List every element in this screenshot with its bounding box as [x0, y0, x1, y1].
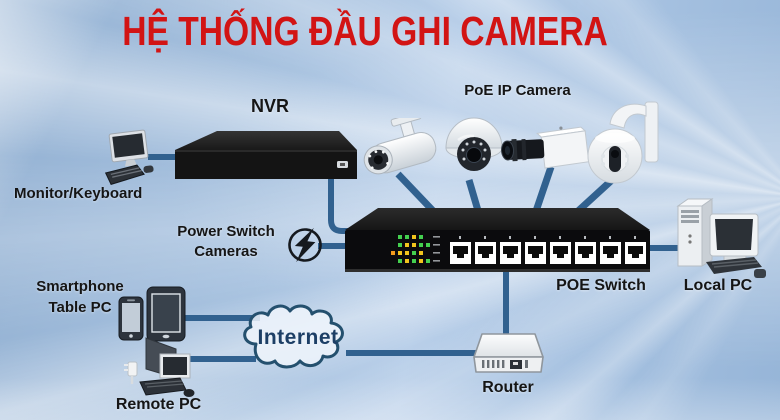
- line-box-camera-switch: [531, 165, 555, 216]
- monitor-keyboard-icon: [100, 128, 158, 188]
- label-poe-ip-camera: PoE IP Camera: [464, 82, 571, 99]
- label-power-switch-line1: Power Switch: [177, 223, 275, 240]
- router-icon: [468, 330, 550, 380]
- internet-cloud-icon: [236, 300, 356, 374]
- label-internet: Internet: [257, 326, 339, 349]
- desktop-pc-icon: [670, 194, 768, 282]
- label-smartphone-line2: Table PC: [48, 299, 112, 316]
- label-router: Router: [482, 379, 534, 396]
- line-nvr-switch: [328, 178, 400, 234]
- remote-pc-icon: [118, 336, 198, 400]
- label-smartphone-line1: Smartphone: [36, 278, 124, 295]
- ptz-camera-icon: [584, 96, 668, 190]
- poe-switch-icon: [342, 204, 652, 274]
- lightning-bolt-icon: [286, 226, 324, 264]
- smartphone-tablet-icon: [114, 284, 190, 344]
- line-ptz-camera-switch: [574, 177, 615, 215]
- label-monitor-keyboard: Monitor/Keyboard: [14, 185, 143, 202]
- bullet-camera-icon: [356, 118, 448, 186]
- nvr-box-icon: [173, 128, 359, 180]
- label-power-switch-line2: Cameras: [194, 243, 258, 260]
- box-camera-icon: [500, 122, 590, 176]
- label-poe-switch: POE Switch: [556, 277, 646, 294]
- label-power-switch-cameras: Power Switch Cameras: [166, 222, 286, 262]
- label-smartphone-tablepc: Smartphone Table PC: [16, 276, 144, 318]
- label-remote-pc: Remote PC: [115, 396, 202, 413]
- dome-camera-icon: [444, 110, 504, 186]
- label-local-pc: Local PC: [683, 277, 753, 294]
- page-title: HỆ THỐNG ĐẦU GHI CAMERA: [122, 8, 608, 54]
- label-nvr: NVR: [250, 96, 289, 116]
